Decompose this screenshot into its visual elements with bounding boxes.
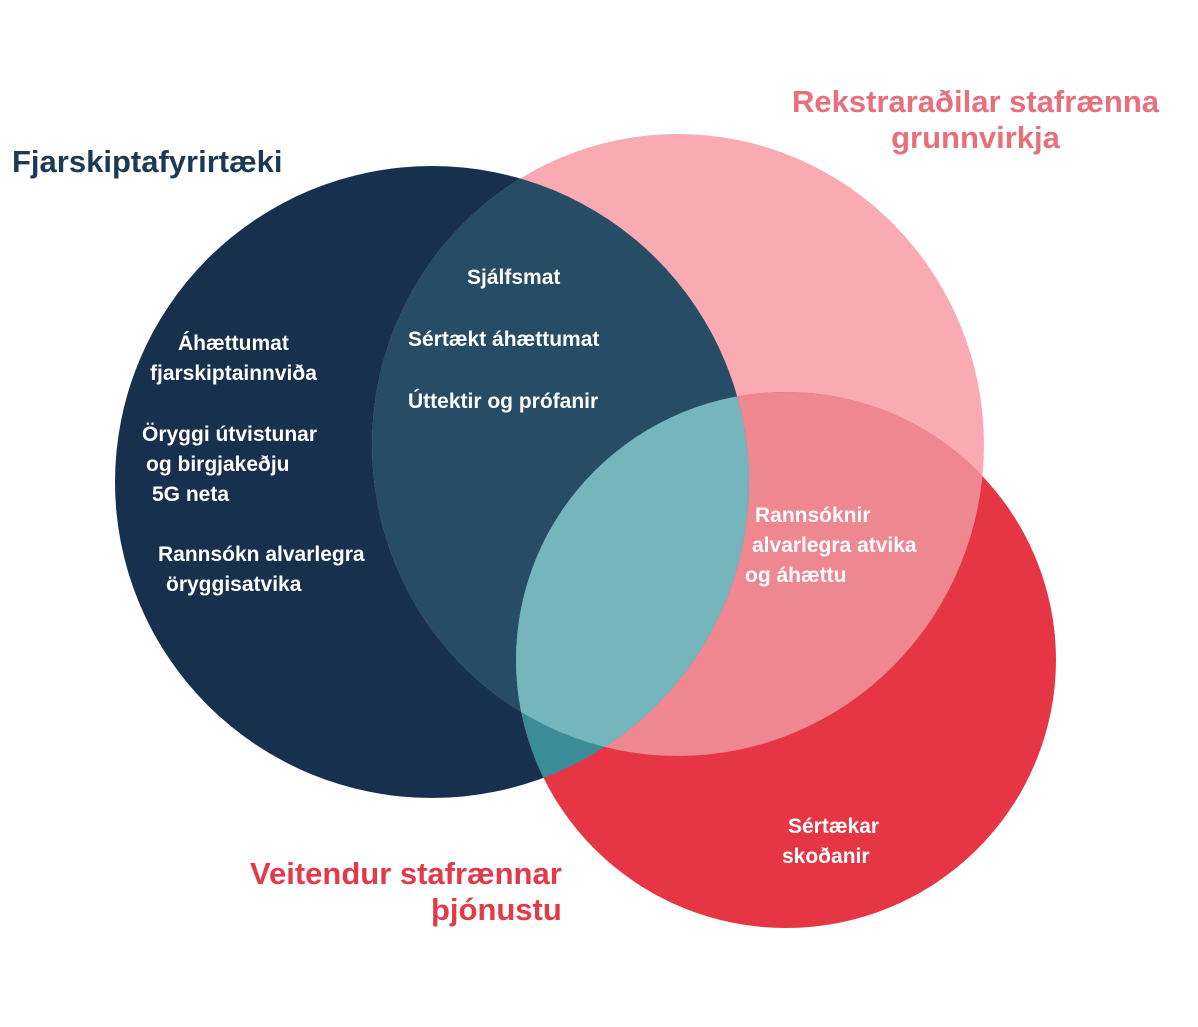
region-item-specific-risk-assessment: Sértækt áhættumat	[408, 325, 599, 355]
region-line: Áhættumat	[178, 332, 289, 355]
region-line: 5G neta	[152, 483, 230, 506]
region-line: fjarskiptainnviða	[150, 362, 317, 385]
label-telecom-companies: Fjarskiptafyrirtæki	[12, 144, 283, 180]
region-line: Öryggi útvistunar	[142, 423, 318, 446]
region-item-incident-investigation: Rannsókn alvarlegra öryggisatvika	[158, 540, 365, 600]
region-item-risk-assessment: Áhættumat fjarskiptainnviða	[150, 329, 317, 389]
region-item-outsourcing-security: Öryggi útvistunar og birgjakeðju 5G neta	[142, 420, 317, 510]
label-line: grunnvirkja	[891, 120, 1060, 155]
label-line: Rekstraraðilar stafrænna	[792, 84, 1159, 119]
region-item-self-assessment: Sjálfsmat	[467, 263, 560, 293]
label-line: Veitendur stafrænnar	[250, 856, 562, 891]
label-line: þjónustu	[430, 892, 562, 927]
region-line: öryggisatvika	[166, 573, 302, 596]
region-item-incident-risk-research: Rannsóknir alvarlegra atvika og áhættu	[745, 501, 917, 591]
region-item-specific-inspections: Sértækar skoðanir	[782, 812, 879, 872]
region-line: Sértækar	[788, 815, 880, 838]
region-line: alvarlegra atvika	[752, 534, 917, 557]
region-item-audits-and-tests: Úttektir og prófanir	[408, 387, 598, 417]
region-line: Sjálfsmat	[467, 266, 561, 289]
region-line: Úttektir og prófanir	[408, 390, 599, 413]
label-digital-infrastructure-operators: Rekstraraðilar stafrænna grunnvirkja	[792, 84, 1159, 156]
region-line: og áhættu	[745, 564, 847, 587]
region-line: og birgjakeðju	[146, 453, 290, 476]
overlap-all-three	[516, 392, 749, 756]
region-line: Rannsókn alvarlegra	[158, 543, 365, 566]
region-line: Sértækt áhættumat	[408, 328, 600, 351]
label-digital-service-providers: Veitendur stafrænnar þjónustu	[250, 856, 562, 928]
label-line: Fjarskiptafyrirtæki	[12, 144, 283, 179]
region-line: skoðanir	[782, 845, 870, 868]
region-line: Rannsóknir	[755, 504, 871, 527]
